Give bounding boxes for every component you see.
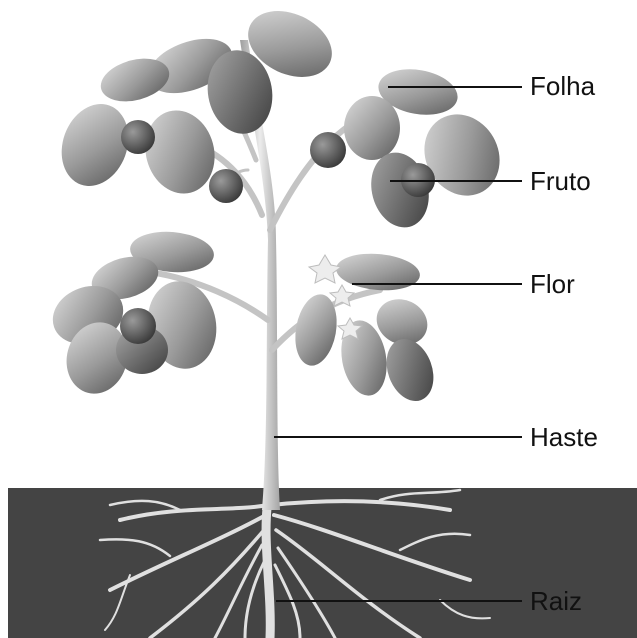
fruit bbox=[121, 120, 155, 154]
label-fruto: Fruto bbox=[530, 168, 591, 194]
fruit bbox=[310, 132, 346, 168]
label-folha: Folha bbox=[530, 73, 595, 99]
fruit bbox=[120, 308, 156, 344]
label-raiz: Raiz bbox=[530, 588, 582, 614]
fruit bbox=[209, 169, 243, 203]
label-haste: Haste bbox=[530, 424, 598, 450]
label-flor: Flor bbox=[530, 271, 575, 297]
